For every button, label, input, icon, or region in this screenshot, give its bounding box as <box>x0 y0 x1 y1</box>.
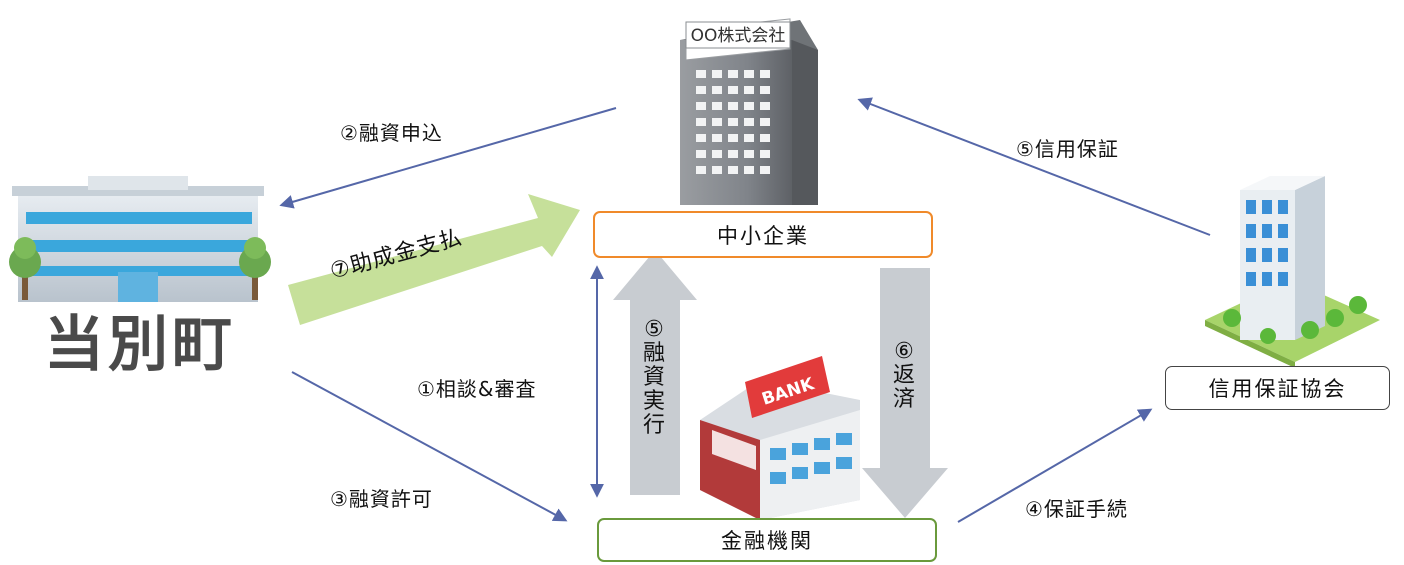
loan-execution-char: ⑤ <box>644 317 664 342</box>
bank-box: 金融機関 <box>597 518 937 562</box>
town-hall-icon: 当別町 <box>9 176 271 380</box>
repayment-char: 返 <box>892 363 915 388</box>
apply-arrow-line <box>279 107 617 209</box>
company-sign: OO株式会社 <box>691 26 786 46</box>
permit-label: ③融資許可 <box>330 487 433 511</box>
procedure-label: ④保証手続 <box>1025 497 1128 521</box>
loan-execution-arrow <box>613 250 697 495</box>
tree-icon <box>9 237 41 300</box>
loan-execution-char: 行 <box>642 413 665 438</box>
company-building-icon: OO株式会社 <box>680 18 818 205</box>
guarantee-association-box: 信用保証協会 <box>1165 366 1390 410</box>
repayment-arrow <box>862 268 948 518</box>
loan-execution-label: ⑤ 融 資 実 行 <box>641 318 667 438</box>
subsidy-payment-arrow <box>288 194 580 325</box>
company-sign-plate <box>685 21 791 49</box>
bank-building-icon: BANK <box>700 356 860 520</box>
credit-guarantee-arrow-line <box>857 97 1211 236</box>
apply-label: ②融資申込 <box>340 121 443 145</box>
bank-signboard <box>745 356 830 418</box>
town-name-logo: 当別町 <box>44 310 236 380</box>
permit-arrow-line <box>291 371 568 522</box>
credit-guarantee-label: ⑤信用保証 <box>1016 137 1119 161</box>
procedure-arrow-line <box>957 408 1153 523</box>
consult-label: ①相談&審査 <box>417 377 537 401</box>
repayment-char: ⑥ <box>894 339 914 364</box>
guarantee-building-icon <box>1205 176 1380 368</box>
loan-execution-char: 実 <box>642 389 665 414</box>
loan-execution-char: 資 <box>642 365 665 390</box>
loan-execution-char: 融 <box>642 341 665 366</box>
repayment-label: ⑥ 返 済 <box>891 340 917 412</box>
tree-icon <box>239 237 271 300</box>
repayment-char: 済 <box>892 387 915 412</box>
sme-box: 中小企業 <box>593 211 933 258</box>
